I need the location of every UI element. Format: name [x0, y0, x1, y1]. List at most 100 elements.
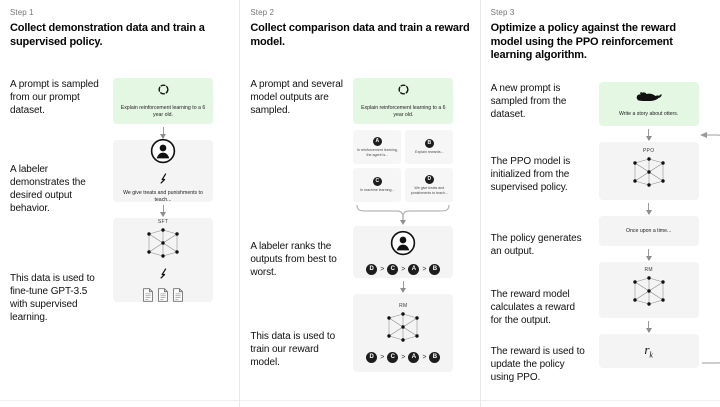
- step-3-output-text: Once upon a time...: [626, 227, 672, 234]
- step-3-output-card[interactable]: Once upon a time...: [598, 216, 699, 246]
- reward-symbol-subscript: k: [649, 350, 653, 360]
- step-1-doc-icons: [142, 287, 184, 302]
- step-1-caption-1: A prompt is sampled from our prompt data…: [10, 79, 99, 116]
- step-1-sft-tag: SFT: [157, 218, 169, 225]
- output-text-b: Explain rewards...: [415, 150, 444, 155]
- step-2-caption-2: A labeler ranks the outputs from best to…: [250, 241, 337, 278]
- recycle-icon: [397, 83, 410, 101]
- rm-rank-pill-3: A: [408, 352, 420, 363]
- neural-net-icon: [141, 226, 185, 265]
- step-2-title: Collect comparison data and train a rewa…: [250, 22, 470, 48]
- step-3-column: Step 3 Optimize a policy against the rew…: [479, 0, 720, 407]
- output-badge-c: C: [372, 177, 382, 187]
- step-1-column: Step 1 Collect demonstration data and tr…: [0, 0, 240, 407]
- step-3-ppo-tag: PPO: [642, 148, 655, 154]
- output-card-a[interactable]: A In reinforcement learning, the agent i…: [353, 130, 402, 164]
- rank-pill-2: C: [387, 263, 399, 275]
- output-badge-d: D: [424, 174, 434, 184]
- reward-symbol: rk: [644, 342, 653, 360]
- step-1-labeler-card[interactable]: We give treats and punishments to teach.…: [113, 138, 213, 203]
- rank-sep-1: >: [380, 265, 385, 273]
- step-3-prompt-text: Write a story about otters.: [619, 111, 679, 117]
- step-3-caption-5: The reward is used to update the policy …: [490, 346, 585, 383]
- step-3-caption-4: The reward model calculates a reward for…: [490, 289, 575, 326]
- step-1-caption-2: A labeler demonstrates the desired outpu…: [10, 164, 86, 214]
- rm-rank-pill-2: C: [387, 352, 399, 363]
- step-3-bottom-rule: [480, 400, 720, 401]
- rank-pill-1: D: [366, 263, 378, 275]
- output-card-b[interactable]: B Explain rewards...: [405, 130, 454, 164]
- step-1-prompt-card[interactable]: Explain reinforcement learning to a 6 ye…: [113, 78, 213, 124]
- neural-net-icon: [381, 310, 425, 349]
- step-1-arrow-2: [113, 202, 213, 218]
- step-2-label: Step 2: [250, 8, 275, 17]
- output-badge-b: B: [424, 139, 434, 149]
- step-3-rm-tag: RM: [644, 267, 653, 273]
- rm-rank-pill-4: B: [429, 352, 441, 363]
- step-2-flow: Explain reinforcement learning to a 6 ye…: [353, 78, 454, 372]
- rank-pill-4: B: [429, 263, 441, 275]
- output-text-d: We give treats and punishments to teach.…: [410, 185, 448, 195]
- step-1-labeler-text: We give treats and punishments to teach.…: [123, 190, 203, 203]
- step-3-ppo-card[interactable]: PPO: [598, 142, 699, 200]
- otter-icon: [634, 90, 664, 108]
- step-2-rm-tag: RM: [399, 303, 408, 309]
- document-icon: [173, 287, 183, 302]
- person-icon: [150, 138, 176, 169]
- step-3-caption-1: A new prompt is sampled from the dataset…: [490, 83, 567, 120]
- step-1-prompt-text: Explain reinforcement learning to a 6 ye…: [120, 105, 206, 118]
- step-2-prompt-text: Explain reinforcement learning to a 6 ye…: [361, 105, 446, 118]
- step-1-caption-3: This data is used to fine-tune GPT-3.5 w…: [10, 273, 95, 323]
- step-1-arrow-1: [113, 124, 213, 140]
- reward-symbol-base: r: [644, 342, 650, 358]
- feedback-loop-arrow: [696, 130, 720, 373]
- recycle-icon: [157, 83, 170, 101]
- step-3-flow: Write a story about otters. PPO: [598, 82, 699, 368]
- rm-rank-sep-1: >: [380, 354, 385, 361]
- step-3-reward-card[interactable]: rk: [598, 334, 699, 368]
- step-2-bottom-rule: [240, 400, 480, 401]
- document-icon: [143, 287, 153, 302]
- output-badge-a: A: [372, 136, 382, 146]
- output-card-c[interactable]: C In machine learning...: [353, 168, 402, 202]
- step-3-arrow-3: [599, 246, 699, 262]
- step-2-column: Step 2 Collect comparison data and train…: [239, 0, 480, 407]
- step-2-arrow-1: [353, 278, 453, 294]
- step-3-arrow-1: [599, 126, 699, 142]
- step-1-title: Collect demonstration data and train a s…: [10, 22, 205, 48]
- step-2-outputs-grid: A In reinforcement learning, the agent i…: [353, 130, 454, 202]
- step-3-rm-card[interactable]: RM: [598, 262, 699, 318]
- rm-rank-pill-1: D: [366, 352, 378, 363]
- step-2-ranking-card[interactable]: D > C > A > B: [353, 226, 454, 278]
- step-2-caption-3: This data is used to train our reward mo…: [250, 331, 336, 368]
- output-text-a: In reinforcement learning, the agent is.…: [356, 147, 398, 157]
- step-3-title: Optimize a policy against the reward mod…: [490, 22, 676, 61]
- rank-sep-2: >: [401, 265, 406, 273]
- step-2-prompt-card[interactable]: Explain reinforcement learning to a 6 ye…: [353, 78, 454, 124]
- rank-sep-3: >: [422, 265, 427, 273]
- step-2-brace-arrow: [353, 202, 453, 226]
- step-3-caption-2: The PPO model is initialized from the su…: [490, 156, 571, 193]
- step-2-caption-1: A prompt and several model outputs are s…: [250, 79, 343, 116]
- step-2-rm-ranking-row: D > C > A > B: [366, 352, 441, 363]
- step-2-ranking-row: D > C > A > B: [366, 263, 441, 275]
- neural-net-icon: [627, 155, 671, 194]
- pen-icon: [159, 171, 168, 189]
- step-3-label: Step 3: [490, 8, 515, 17]
- step-2-rm-card[interactable]: RM: [353, 294, 454, 372]
- output-card-d[interactable]: D We give treats and punishments to teac…: [405, 168, 454, 202]
- step-3-arrow-2: [599, 200, 699, 216]
- step-1-label: Step 1: [10, 8, 34, 17]
- rank-pill-3: A: [408, 263, 420, 275]
- step-3-caption-3: The policy generates an output.: [490, 233, 582, 257]
- neural-net-icon: [627, 274, 671, 313]
- output-text-c: In machine learning...: [360, 188, 395, 193]
- person-icon: [390, 230, 416, 261]
- step-3-arrow-4: [599, 318, 699, 334]
- step-1-sft-card[interactable]: SFT: [113, 218, 213, 302]
- rm-rank-sep-2: >: [401, 354, 406, 361]
- step-1-flow: Explain reinforcement learning to a 6 ye…: [113, 78, 213, 302]
- pen-icon: [159, 266, 168, 284]
- step-3-prompt-card[interactable]: Write a story about otters.: [598, 82, 699, 126]
